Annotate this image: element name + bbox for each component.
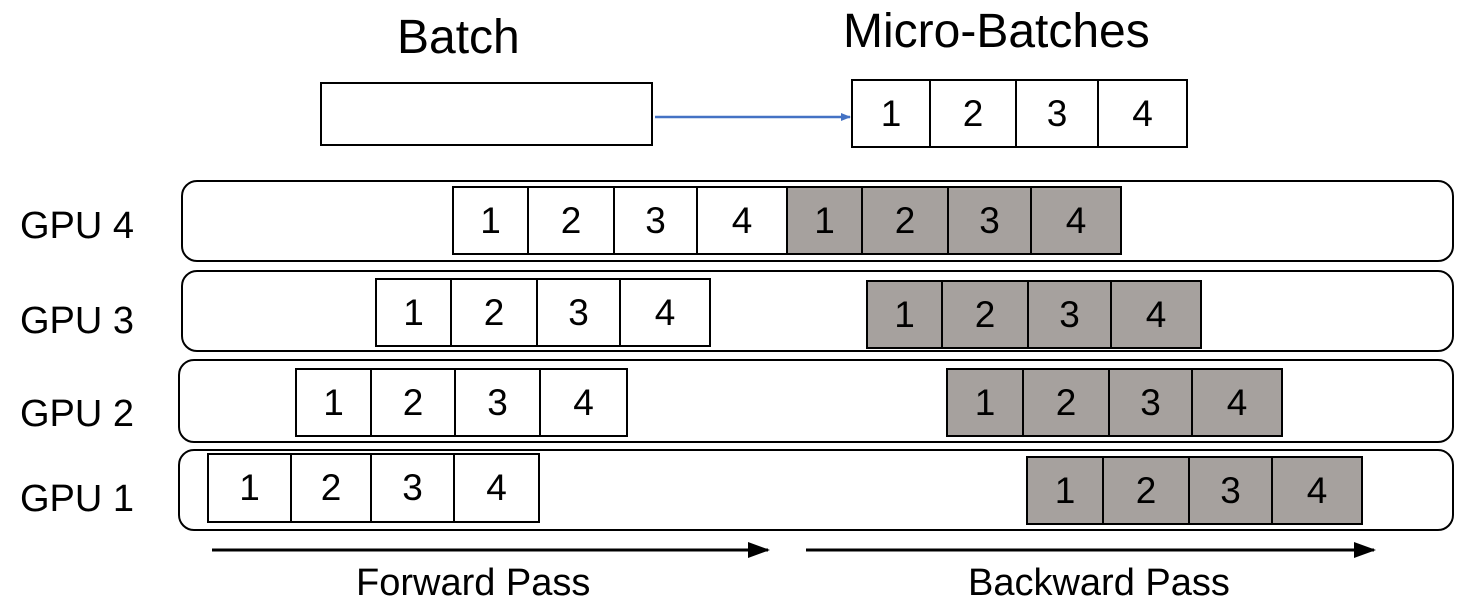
gpu-1-label: GPU 1 <box>20 478 135 520</box>
backward-cell: 2 <box>943 282 1030 347</box>
forward-cell: 3 <box>538 280 622 345</box>
forward-cell: 2 <box>452 280 539 345</box>
forward-cell: 4 <box>654 291 676 333</box>
forward-cell: 1 <box>377 280 453 345</box>
forward-cell: 3 <box>372 455 456 521</box>
backward-cell: 1 <box>788 188 864 253</box>
gpu-2-forward-cells: 1 2 3 4 <box>295 368 628 437</box>
micro-batch-cell: 4 <box>1132 92 1153 134</box>
gpu-4-backward-cells: 1 2 3 4 <box>786 186 1122 255</box>
forward-pass-label: Forward Pass <box>356 562 591 604</box>
batch-box <box>320 82 653 146</box>
backward-cell: 3 <box>1029 282 1113 347</box>
backward-cell: 4 <box>1226 381 1248 423</box>
forward-cell: 3 <box>615 188 699 253</box>
batch-title: Batch <box>397 11 520 64</box>
backward-cell: 4 <box>1306 469 1328 511</box>
micro-batch-cell: 2 <box>931 81 1018 146</box>
forward-cell: 3 <box>456 370 542 435</box>
gpu-4-label: GPU 4 <box>20 205 135 247</box>
gpu-2-label: GPU 2 <box>20 393 135 435</box>
forward-cell: 1 <box>454 188 530 253</box>
gpu-2-backward-cells: 1 2 3 4 <box>946 368 1283 437</box>
forward-cell: 2 <box>292 455 373 521</box>
gpu-4-forward-cells: 1 2 3 4 <box>452 186 788 255</box>
micro-batch-cell: 3 <box>1017 81 1100 146</box>
backward-cell: 2 <box>1024 370 1111 435</box>
backward-cell: 4 <box>1065 199 1087 241</box>
forward-cell: 2 <box>372 370 457 435</box>
backward-cell: 4 <box>1145 293 1167 335</box>
backward-cell: 3 <box>1190 458 1274 523</box>
backward-cell: 2 <box>863 188 950 253</box>
forward-cell: 1 <box>297 370 373 435</box>
forward-cell: 1 <box>209 455 292 521</box>
forward-cell: 4 <box>486 467 507 508</box>
forward-cell: 2 <box>529 188 616 253</box>
gpu-3-label: GPU 3 <box>20 300 135 342</box>
backward-pass-label: Backward Pass <box>968 562 1230 604</box>
backward-cell: 1 <box>948 370 1025 435</box>
micro-batch-group: 1 2 3 4 <box>851 79 1188 148</box>
backward-cell: 1 <box>868 282 944 347</box>
backward-cell: 1 <box>1028 458 1105 523</box>
forward-cell: 4 <box>731 199 753 241</box>
gpu-3-forward-cells: 1 2 3 4 <box>375 278 711 347</box>
forward-cell: 4 <box>573 381 594 423</box>
micro-batches-title: Micro-Batches <box>843 5 1150 58</box>
gpu-1-backward-cells: 1 2 3 4 <box>1026 456 1363 525</box>
gpu-3-backward-cells: 1 2 3 4 <box>866 280 1202 349</box>
gpu-1-forward-cells: 1 2 3 4 <box>207 453 540 523</box>
micro-batch-cell: 1 <box>853 81 932 146</box>
backward-cell: 3 <box>1110 370 1194 435</box>
backward-cell: 3 <box>949 188 1033 253</box>
backward-cell: 2 <box>1104 458 1191 523</box>
